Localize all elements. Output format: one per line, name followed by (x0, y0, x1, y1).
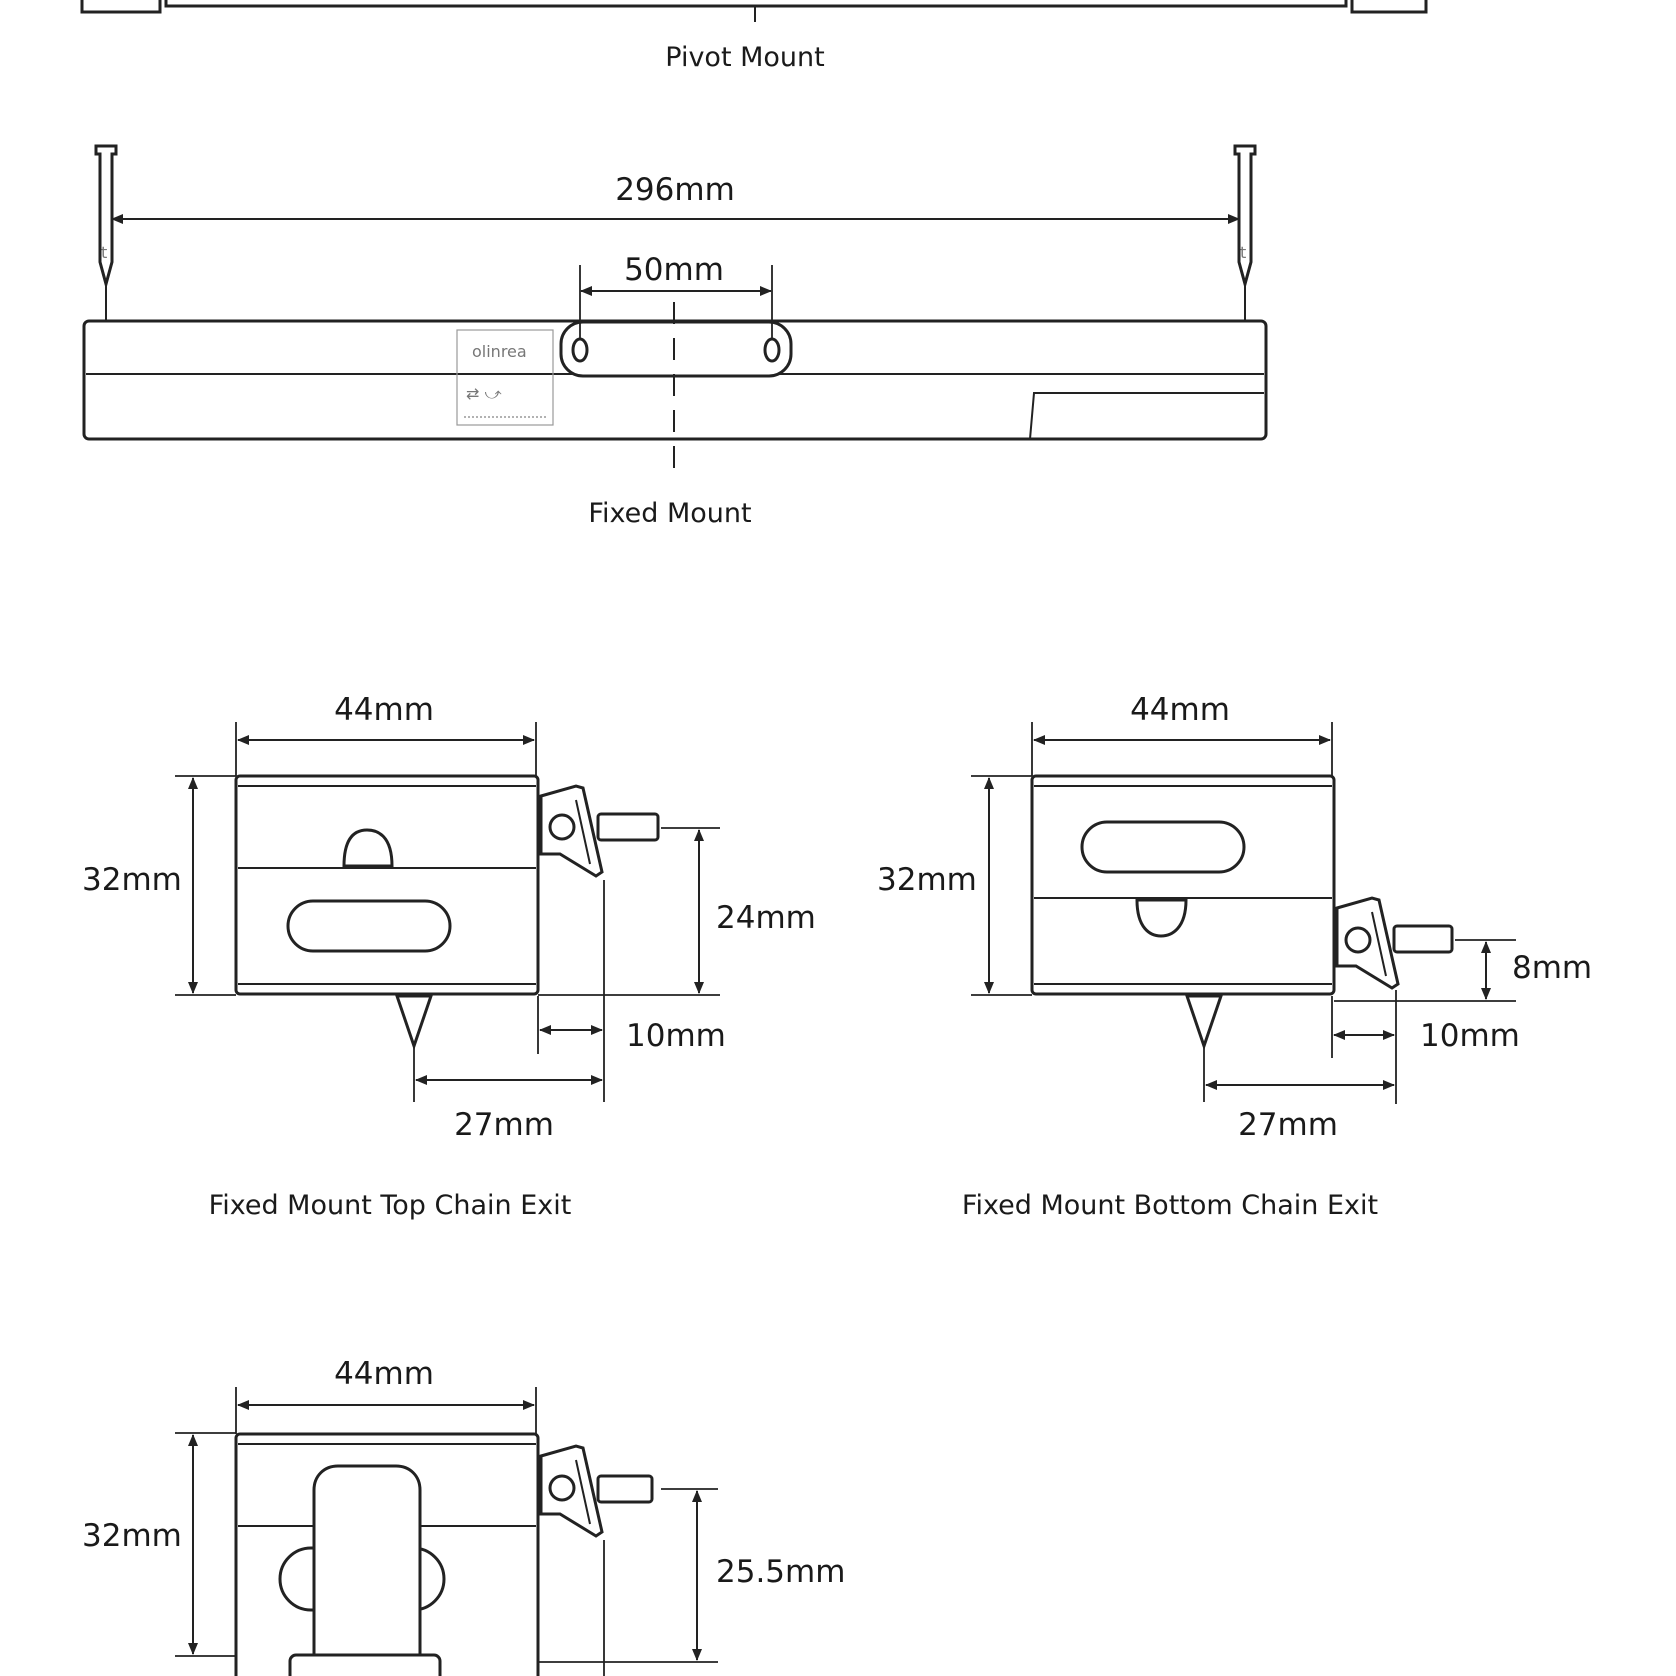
screw-left: t (94, 144, 118, 320)
top-exit-pointer (342, 828, 394, 868)
top-exit-tip-label: 27mm (454, 1107, 554, 1143)
center-bracket (559, 320, 793, 378)
body-label-icons: ⇄ ⤻ (466, 384, 502, 403)
top-exit-slot (286, 899, 452, 953)
top-exit-section: 44mm 32mm 24mm 10mm 27mm Fixed Mount Top… (82, 692, 816, 1221)
pivot-exit-chain-fitting (539, 1444, 654, 1538)
bottom-exit-body (1030, 774, 1336, 996)
dimension-50-label: 50mm (624, 252, 724, 288)
bottom-exit-caption: Fixed Mount Bottom Chain Exit (962, 1190, 1378, 1221)
pivot-mount-caption: Pivot Mount (665, 42, 824, 73)
bottom-exit-width-label: 44mm (1130, 692, 1230, 728)
bracket-hole-right (763, 337, 781, 363)
body-label-text: olinrea (472, 342, 527, 361)
top-exit-tip (394, 994, 434, 1051)
bottom-exit-chain-fitting (1335, 896, 1454, 990)
top-exit-chain-fitting (539, 784, 660, 878)
pivot-exit-bracket (312, 1464, 422, 1676)
pivot-exit-chain-height-label: 25.5mm (716, 1554, 845, 1590)
bottom-exit-offset-label: 10mm (1420, 1018, 1520, 1054)
top-exit-offset-label: 10mm (626, 1018, 726, 1054)
svg-text:t: t (101, 243, 107, 262)
bottom-exit-section: 44mm 32mm 8mm 10mm 27mm Fixed Mount Bott… (877, 692, 1592, 1221)
top-exit-width-label: 44mm (334, 692, 434, 728)
bottom-exit-pointer (1135, 898, 1188, 938)
fixed-mount-end-panel (1029, 392, 1264, 440)
body-label-box (456, 329, 554, 426)
bottom-exit-chain-height-label: 8mm (1512, 950, 1592, 986)
dimension-296-label: 296mm (615, 172, 735, 208)
bottom-exit-slot (1080, 820, 1246, 874)
top-exit-body (234, 774, 540, 996)
fixed-mount-caption: Fixed Mount (588, 498, 751, 529)
bracket-hole-left (571, 337, 589, 363)
pivot-mount-left-end (80, 0, 162, 14)
pivot-exit-height-label: 32mm (82, 1518, 182, 1554)
top-exit-caption: Fixed Mount Top Chain Exit (209, 1190, 572, 1221)
pivot-mount-section: Pivot Mount (80, 0, 1428, 73)
top-exit-chain-height-label: 24mm (716, 900, 816, 936)
bottom-exit-height-label: 32mm (877, 862, 977, 898)
svg-text:t: t (1240, 243, 1246, 262)
pivot-mount-body-edge (164, 0, 1348, 8)
pivot-mount-right-end (1350, 0, 1428, 14)
pivot-exit-bracket-base (288, 1653, 442, 1676)
bottom-exit-tip (1184, 994, 1224, 1051)
bottom-exit-tip-label: 27mm (1238, 1107, 1338, 1143)
top-exit-height-label: 32mm (82, 862, 182, 898)
pivot-exit-section: 44mm 32mm 25.5mm (82, 1356, 845, 1676)
screw-right: t (1233, 144, 1257, 320)
fixed-mount-section: t t 296mm olinrea ⇄ ⤻ 50mm Fixed Mount (82, 144, 1268, 529)
pivot-exit-width-label: 44mm (334, 1356, 434, 1392)
